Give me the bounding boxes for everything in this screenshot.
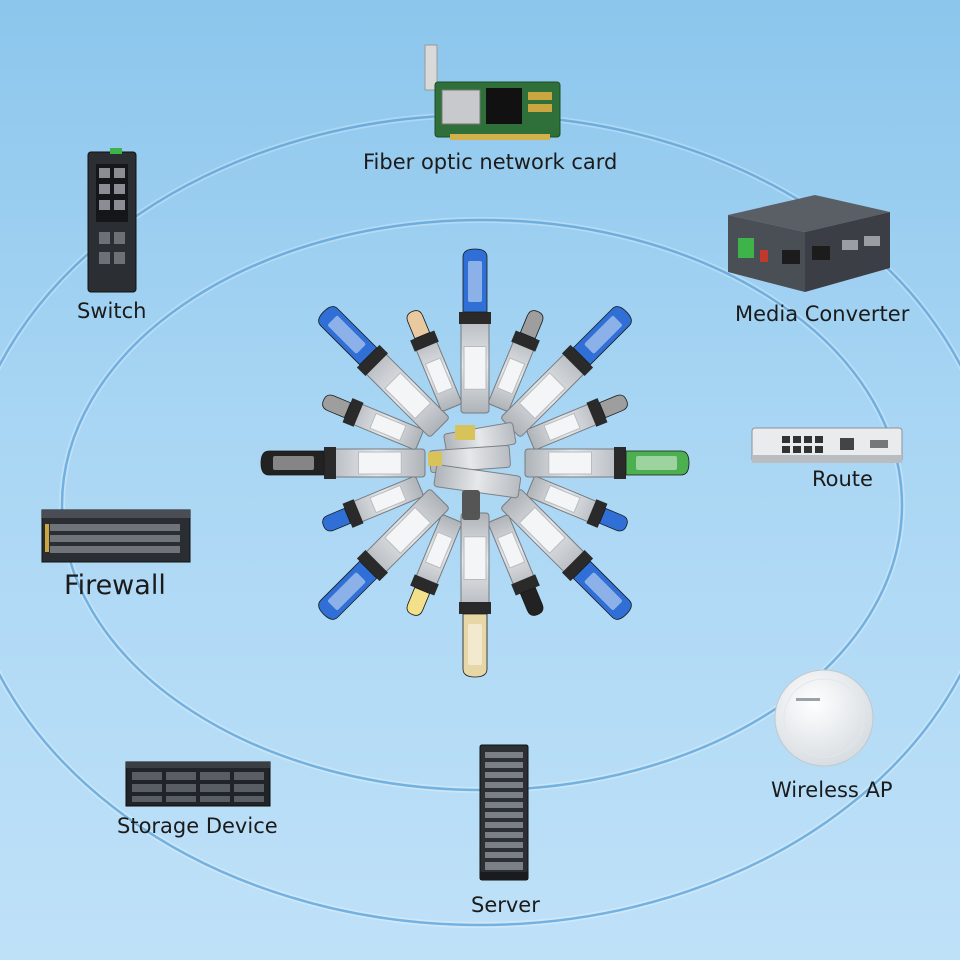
transceiver-module [526, 476, 628, 532]
transceiver-module [501, 306, 632, 437]
transceiver-module [459, 248, 491, 414]
switch-icon [87, 148, 137, 293]
transceiver-module [459, 512, 491, 678]
transceiver-module [524, 447, 690, 479]
transceiver-module [322, 476, 424, 532]
firewall-icon [41, 509, 191, 563]
media-converter-label: Media Converter [735, 302, 910, 326]
switch-label: Switch [77, 299, 147, 323]
storage-device-icon [125, 761, 271, 807]
transceiver-module [406, 514, 462, 616]
media-converter-icon [728, 195, 890, 292]
router-icon [751, 427, 903, 463]
transceiver-module [406, 310, 462, 412]
firewall-label: Firewall [64, 570, 166, 601]
network-card-icon [424, 44, 561, 140]
transceiver-module [318, 489, 449, 620]
transceiver-module [318, 306, 449, 437]
storage-device-label: Storage Device [117, 814, 278, 838]
server-label: Server [471, 893, 540, 917]
transceiver-module [322, 394, 424, 450]
transceiver-module [488, 310, 544, 412]
route-label: Route [812, 467, 873, 491]
transceiver-modules [260, 248, 690, 678]
transceiver-module [501, 489, 632, 620]
transceiver-module [260, 447, 426, 479]
center-module-cluster [428, 422, 522, 520]
transceiver-module [488, 514, 544, 616]
transceiver-module [526, 394, 628, 450]
wireless-ap-label: Wireless AP [771, 778, 893, 802]
network-card-label: Fiber optic network card [363, 150, 618, 174]
wireless-ap-icon [774, 669, 874, 767]
server-rack-icon [479, 744, 529, 881]
